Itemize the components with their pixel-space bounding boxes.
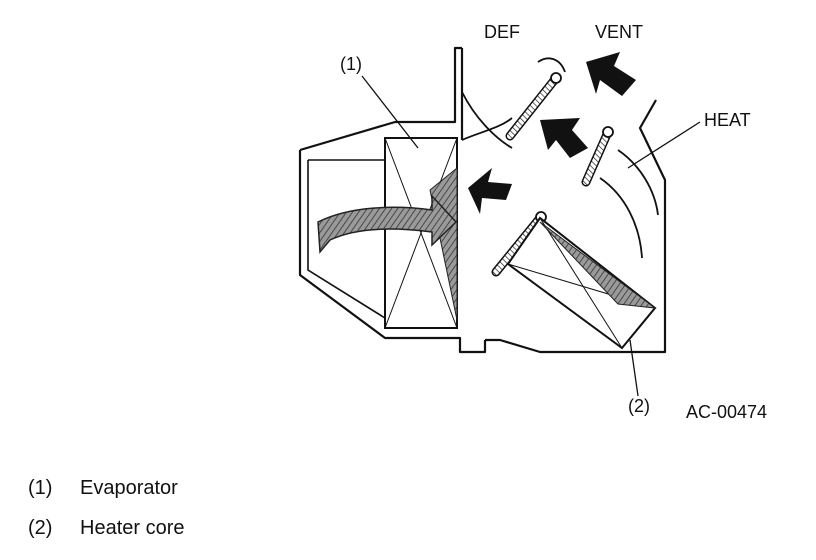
callout-2-leader bbox=[629, 339, 639, 397]
def-outlet-curve bbox=[537, 57, 566, 73]
callout-1-label: (1) bbox=[340, 54, 362, 74]
arrow-icon bbox=[586, 52, 636, 96]
callout-1-leader bbox=[361, 75, 419, 149]
heat-door bbox=[581, 126, 614, 187]
legend-text: Evaporator bbox=[80, 477, 178, 499]
vent-label: VENT bbox=[595, 22, 643, 42]
legend-item-heater-core: (2) Heater core bbox=[28, 516, 185, 540]
heat-label: HEAT bbox=[704, 110, 751, 130]
hvac-airflow-diagram: DEF VENT HEAT (1) (2) AC-00474 bbox=[298, 22, 767, 422]
evaporator bbox=[384, 137, 458, 329]
legend-item-evaporator: (1) Evaporator bbox=[28, 476, 178, 500]
arrow-icon bbox=[540, 118, 588, 158]
intake-inner-wall bbox=[307, 159, 386, 319]
intake-airflow-arrow bbox=[317, 194, 458, 254]
heater-core bbox=[506, 216, 657, 350]
legend-number: (2) bbox=[28, 517, 53, 539]
arrow-icon bbox=[468, 168, 512, 214]
callout-2-label: (2) bbox=[628, 396, 650, 416]
heat-leader bbox=[627, 121, 701, 169]
airflow-arrows bbox=[468, 52, 636, 214]
legend-text: Heater core bbox=[80, 517, 185, 539]
def-duct-wall bbox=[461, 91, 513, 149]
def-label: DEF bbox=[484, 22, 520, 42]
housing-outline bbox=[298, 46, 667, 354]
heat-duct-wall bbox=[599, 149, 659, 259]
legend-number: (1) bbox=[28, 477, 53, 499]
figure-code-label: AC-00474 bbox=[686, 402, 767, 422]
def-door bbox=[505, 72, 562, 141]
